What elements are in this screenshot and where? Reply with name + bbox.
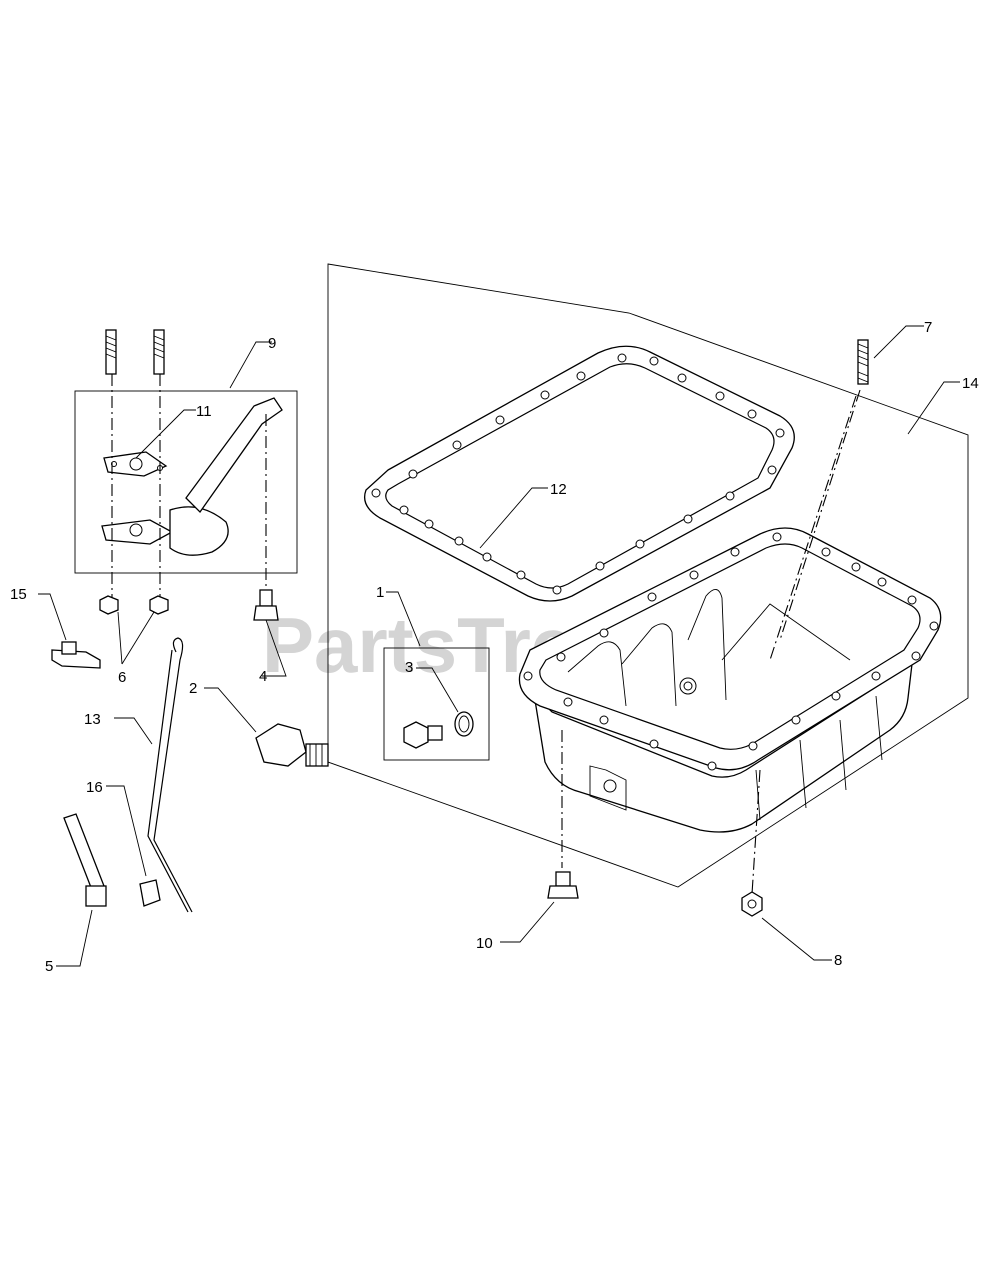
dipstick-13 (147, 637, 193, 913)
grommet-16 (139, 879, 161, 907)
oil-pressure-switch-2 (255, 723, 329, 767)
clip-15 (51, 641, 101, 669)
drain-plug-10 (547, 871, 579, 899)
drain-plug-with-washer-3 (403, 711, 474, 749)
callout-numbers: 1 2 3 4 5 6 7 8 9 10 11 12 13 14 15 16 (10, 319, 979, 975)
gasket-12 (363, 345, 795, 602)
callout-3: 3 (405, 659, 413, 676)
leader-lines (38, 325, 960, 967)
callout-13: 13 (84, 711, 101, 728)
stud-7 (857, 339, 869, 385)
oil-pan-14 (518, 527, 942, 833)
callout-12: 12 (550, 481, 567, 498)
callout-4: 4 (259, 668, 267, 685)
centerline-stud-2 (769, 395, 857, 661)
callout-9: 9 (268, 335, 276, 352)
callout-5: 5 (45, 958, 53, 975)
bolt-4 (253, 589, 279, 621)
callout-14: 14 (962, 375, 979, 392)
callout-11: 11 (196, 403, 212, 420)
callout-6: 6 (118, 669, 126, 686)
callout-2: 2 (189, 680, 197, 697)
callout-8: 8 (834, 952, 842, 969)
flange-nut-8 (741, 891, 763, 917)
callout-15: 15 (10, 586, 27, 603)
dipstick-tube-5 (63, 813, 107, 907)
callout-1: 1 (376, 584, 384, 601)
callout-16: 16 (86, 779, 103, 796)
nuts-6 (99, 595, 169, 615)
callout-7: 7 (924, 319, 932, 336)
drain-kit-box-1 (383, 647, 490, 761)
pickup-studs (105, 329, 165, 375)
pickup-group-box-9 (74, 390, 298, 574)
callout-10: 10 (476, 935, 493, 952)
oil-pickup-9 (101, 397, 283, 556)
